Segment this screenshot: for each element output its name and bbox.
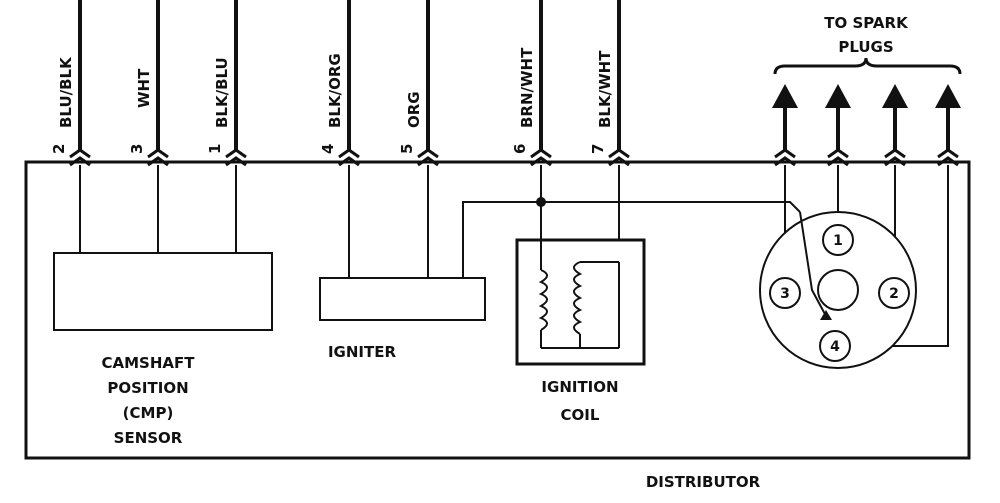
connector-pin-2 — [69, 148, 91, 167]
wire-color-label-pin-3: WHT — [135, 68, 153, 108]
cap-terminal-1 — [822, 224, 854, 256]
spark-plugs-label-line1: TO SPARK — [824, 14, 909, 32]
connector-pin-6 — [530, 148, 552, 167]
secondary-winding-icon — [573, 261, 583, 335]
cmp-sensor-label-line1: CAMSHAFT — [102, 354, 196, 372]
wire-color-label-pin-5: ORG — [405, 91, 423, 128]
plug-arrow-c-icon — [882, 84, 908, 108]
rotor-arrow-icon — [820, 310, 832, 320]
cap-terminal-3 — [769, 277, 801, 309]
cap-terminal-label-4: 4 — [830, 339, 840, 355]
cmp-sensor-label-line2: POSITION — [107, 379, 188, 397]
igniter-to-cap-wire — [462, 201, 801, 278]
plug-arrow-b-icon — [825, 84, 851, 108]
cmp-sensor-box — [53, 252, 273, 331]
connector-pin-5 — [417, 148, 439, 167]
plug-arrow-a-icon — [772, 84, 798, 108]
distributor-label: DISTRIBUTOR — [646, 473, 761, 491]
igniter-box — [319, 277, 486, 321]
wire-color-label-pin-6: BRN/WHT — [518, 47, 536, 128]
cap-terminal-label-1: 1 — [833, 233, 843, 249]
connector-pin-4 — [338, 148, 360, 167]
harness-wires — [78, 0, 621, 150]
pin-number-6: 6 — [511, 144, 529, 154]
junction-dot-pin-6 — [536, 197, 546, 207]
connector-pin-7 — [608, 148, 630, 167]
pin-number-1: 1 — [206, 144, 224, 154]
wire-color-label-pin-2: BLU/BLK — [57, 56, 75, 128]
spark-plug-outputs — [783, 105, 950, 150]
cap-terminal-label-2: 2 — [889, 286, 899, 302]
pin-number-2: 2 — [50, 144, 68, 154]
wire-color-label-pin-4: BLK/ORG — [326, 53, 344, 128]
cap-terminal-2 — [878, 277, 910, 309]
cmp-sensor-label-line3: (CMP) — [123, 404, 174, 422]
spark-plugs-brace — [773, 57, 962, 75]
pin-number-5: 5 — [398, 144, 416, 154]
spark-plugs-label-line2: PLUGS — [838, 38, 893, 56]
wire-color-label-pin-7: BLK/WHT — [596, 50, 614, 128]
wire-color-label-pin-1: BLK/BLU — [213, 57, 231, 128]
ignition-coil-label-line2: COIL — [561, 406, 600, 424]
distributor-housing — [24, 160, 971, 460]
pin-number-7: 7 — [589, 144, 607, 154]
cap-terminal-4 — [819, 330, 851, 362]
primary-winding-icon — [538, 269, 548, 331]
igniter-label: IGNITER — [328, 343, 397, 361]
connector-pin-3 — [147, 148, 169, 167]
cmp-sensor-label-line4: SENSOR — [114, 429, 183, 447]
rotor-feed-wire — [799, 211, 827, 317]
pin-number-3: 3 — [128, 144, 146, 154]
pin-number-4: 4 — [319, 144, 337, 154]
cap-terminal-label-3: 3 — [780, 286, 790, 302]
spark-plug-arrows — [772, 84, 961, 108]
rotor-center — [817, 269, 859, 311]
ignition-coil-label-line1: IGNITION — [541, 378, 618, 396]
plug-arrow-d-icon — [935, 84, 961, 108]
distributor-cap: 1 2 3 4 — [759, 211, 917, 369]
connector-pin-1 — [225, 148, 247, 167]
ignition-coil — [515, 238, 646, 366]
